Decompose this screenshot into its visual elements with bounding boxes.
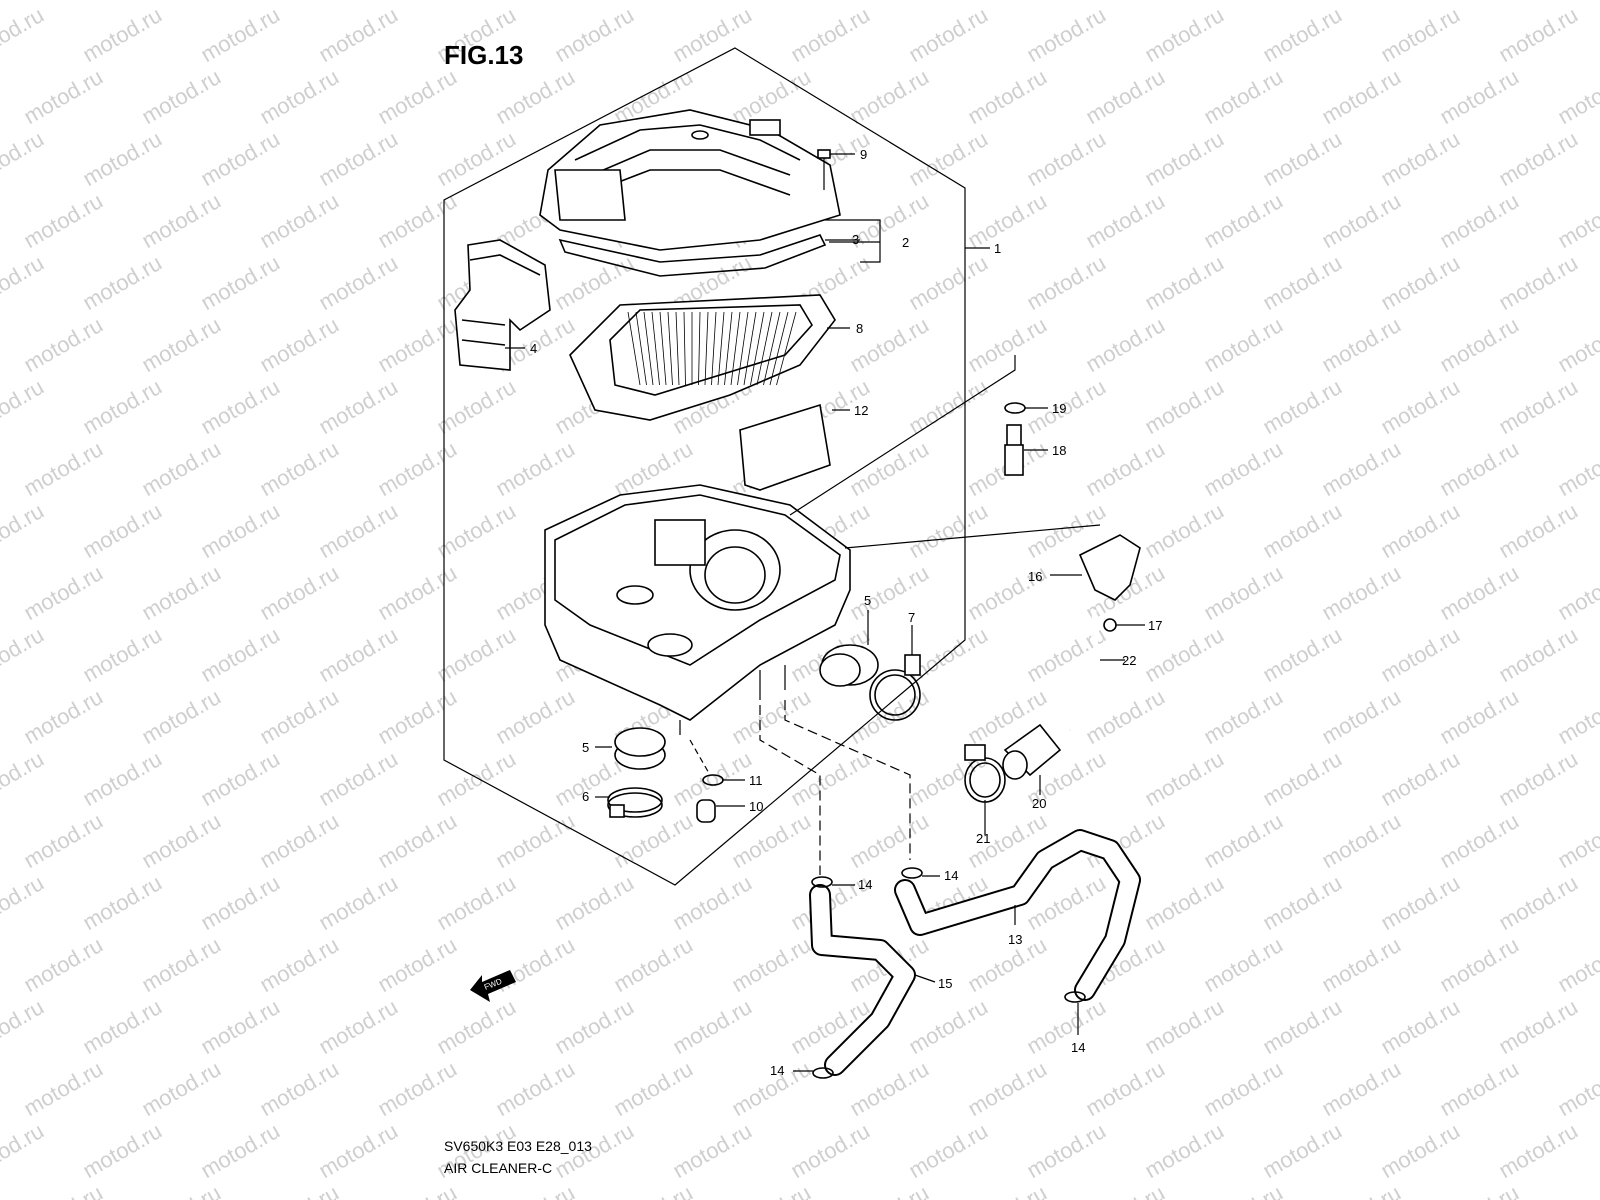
callout-14-c: 14 — [1071, 1040, 1085, 1055]
diagram-caption: AIR CLEANER-C — [444, 1160, 553, 1176]
filter-rib — [704, 311, 709, 386]
clip-14-c — [1064, 991, 1086, 1035]
callout-5-upper: 5 — [864, 593, 871, 608]
filter-rib — [756, 311, 773, 386]
filter-rib — [743, 311, 757, 386]
callout-2: 2 — [902, 235, 909, 250]
callout-22: 22 — [1122, 653, 1136, 668]
callout-3: 3 — [852, 232, 859, 247]
screw — [817, 149, 855, 190]
clip-14-a — [811, 876, 855, 888]
callout-12: 12 — [854, 403, 868, 418]
callout-20: 20 — [1032, 796, 1046, 811]
callout-8: 8 — [856, 321, 863, 336]
callout-6: 6 — [582, 789, 589, 804]
filter-rib — [635, 311, 647, 386]
filter-rib — [750, 311, 765, 386]
callout-10: 10 — [749, 799, 763, 814]
filter-rib — [683, 311, 686, 386]
diagram-code: SV650K3 E03 E28_013 — [444, 1138, 592, 1154]
callout-14-a: 14 — [858, 877, 872, 892]
filter-rib — [724, 311, 733, 386]
filter-rib — [651, 311, 660, 386]
filter-rib — [627, 311, 641, 386]
callout-11: 11 — [749, 773, 763, 788]
hose-ring-upper — [819, 610, 879, 687]
sensor — [1004, 424, 1048, 476]
callout-4: 4 — [530, 341, 537, 356]
seal-ring — [558, 234, 827, 277]
filter-rib — [717, 311, 725, 386]
filter-rib — [711, 311, 717, 386]
callout-17: 17 — [1148, 618, 1162, 633]
small-hose — [1068, 609, 1125, 732]
hose-15 — [809, 884, 936, 1076]
clamp-upper — [869, 625, 921, 721]
callout-14-d: 14 — [770, 1063, 784, 1078]
callout-16: 16 — [1028, 569, 1042, 584]
valve — [1002, 723, 1062, 795]
filter-rib — [667, 311, 673, 386]
clamp-lower — [595, 787, 663, 818]
air-cleaner-cap — [539, 109, 841, 251]
callout-7: 7 — [908, 610, 915, 625]
callout-1: 1 — [994, 241, 1001, 256]
hose-ring-lower — [595, 727, 666, 770]
intake-duct — [454, 239, 551, 371]
clip-14-d — [793, 1067, 834, 1079]
callout-18: 18 — [1052, 443, 1066, 458]
hose-13 — [894, 829, 1141, 1001]
callout-21: 21 — [976, 831, 990, 846]
clamp-21 — [964, 744, 1006, 835]
filter-rib — [776, 311, 797, 386]
assembly-frame — [443, 47, 966, 886]
filter-rib — [730, 311, 741, 386]
callout-15: 15 — [938, 976, 952, 991]
filter-rib — [643, 311, 654, 386]
figure-title: FIG.13 — [444, 40, 524, 70]
filter-element — [569, 294, 850, 421]
callout-19: 19 — [1052, 401, 1066, 416]
bolt — [1103, 618, 1145, 632]
fwd-arrow-icon: FWD — [470, 970, 516, 1002]
filter-rib — [769, 311, 789, 386]
filter-rib — [763, 311, 781, 386]
filter-rib — [659, 311, 667, 386]
callout-9: 9 — [860, 147, 867, 162]
callout-13: 13 — [1008, 932, 1022, 947]
pad — [739, 403, 850, 491]
plug — [689, 739, 745, 823]
clip-14-b — [901, 867, 940, 879]
filter-rib — [737, 311, 749, 386]
filter-rib — [675, 311, 680, 386]
bracket — [1050, 534, 1141, 601]
air-cleaner-case — [544, 484, 851, 735]
callout-14-b: 14 — [944, 868, 958, 883]
washer — [1004, 402, 1048, 414]
callout-5-lower: 5 — [582, 740, 589, 755]
filter-rib — [698, 311, 701, 386]
